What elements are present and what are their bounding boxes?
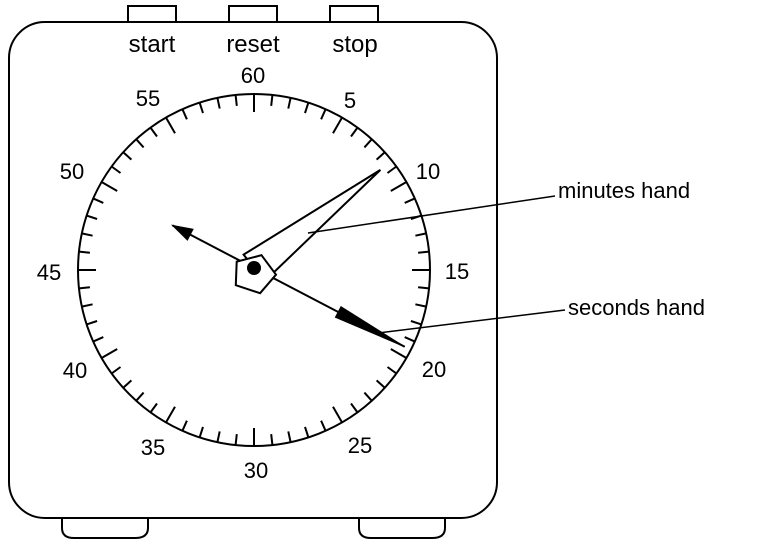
minor-tick [111,165,122,174]
minor-tick [350,127,359,138]
minor-tick [135,138,145,149]
dial-number-30: 30 [244,458,268,483]
dial-number-35: 35 [141,435,165,460]
button-start[interactable] [127,5,177,23]
minor-tick [78,286,91,290]
major-tick [165,406,176,423]
right-foot [358,516,446,539]
minutes-hand-leader [307,195,556,234]
pivot-dot [247,261,261,275]
left-foot [61,516,149,539]
minor-tick [86,214,98,220]
minor-tick [287,431,292,443]
dial-number-20: 20 [422,357,446,382]
minor-tick [149,402,158,413]
minor-tick [415,232,427,237]
minor-tick [417,286,430,290]
dial-number-60: 60 [241,63,265,88]
minor-tick [404,197,416,204]
minor-tick [304,426,310,438]
minor-tick [111,366,122,375]
minor-tick [234,433,238,446]
minor-tick [386,366,397,375]
minor-tick [86,320,98,326]
button-label-reset: reset [226,31,280,58]
minor-tick [386,165,397,174]
major-tick [101,181,118,192]
dial-number-10: 10 [416,159,440,184]
minor-tick [417,250,430,254]
minor-tick [270,433,274,446]
dial-number-15: 15 [445,259,469,284]
seconds-hand-leader [377,309,566,334]
minor-tick [122,379,133,389]
major-tick [390,181,407,192]
minor-tick [270,94,274,107]
minor-tick [198,426,204,438]
minor-tick [350,402,359,413]
button-reset[interactable] [228,5,278,23]
minor-tick [92,336,104,343]
minor-tick [375,151,386,161]
minor-tick [234,94,238,107]
dial-number-50: 50 [60,159,84,184]
major-tick [165,117,176,134]
minor-tick [375,379,386,389]
minor-tick [415,303,427,308]
dial-number-55: 55 [136,86,160,111]
major-tick [332,117,343,134]
minor-tick [320,420,327,432]
minor-tick [81,232,93,237]
minor-tick [320,108,327,120]
minor-tick [404,336,416,343]
minor-tick [363,138,373,149]
minor-tick [122,151,133,161]
minor-tick [216,97,221,109]
major-tick [390,348,407,359]
minor-tick [135,391,145,402]
major-tick [101,348,118,359]
minor-tick [149,127,158,138]
button-label-stop: stop [332,31,377,58]
minor-tick [92,197,104,204]
minor-tick [363,391,373,402]
minor-tick [181,420,188,432]
minor-tick [78,250,91,254]
dial-ticks [78,94,430,446]
minor-tick [198,102,204,114]
minor-tick [181,108,188,120]
dial-number-5: 5 [344,88,356,113]
button-label-start: start [129,31,176,58]
major-tick [332,406,343,423]
minor-tick [304,102,310,114]
dial-number-45: 45 [37,260,61,285]
minor-tick [287,97,292,109]
button-stop[interactable] [329,5,379,23]
seconds-hand [170,224,406,348]
minutes-hand-label: minutes hand [558,178,690,203]
minor-tick [216,431,221,443]
dial-number-40: 40 [63,358,87,383]
dial-number-25: 25 [348,433,372,458]
minor-tick [81,303,93,308]
dial-numbers: 60 5 10 15 20 25 30 35 40 45 50 55 [37,63,469,483]
seconds-hand-label: seconds hand [568,295,705,320]
minor-tick [410,320,422,326]
